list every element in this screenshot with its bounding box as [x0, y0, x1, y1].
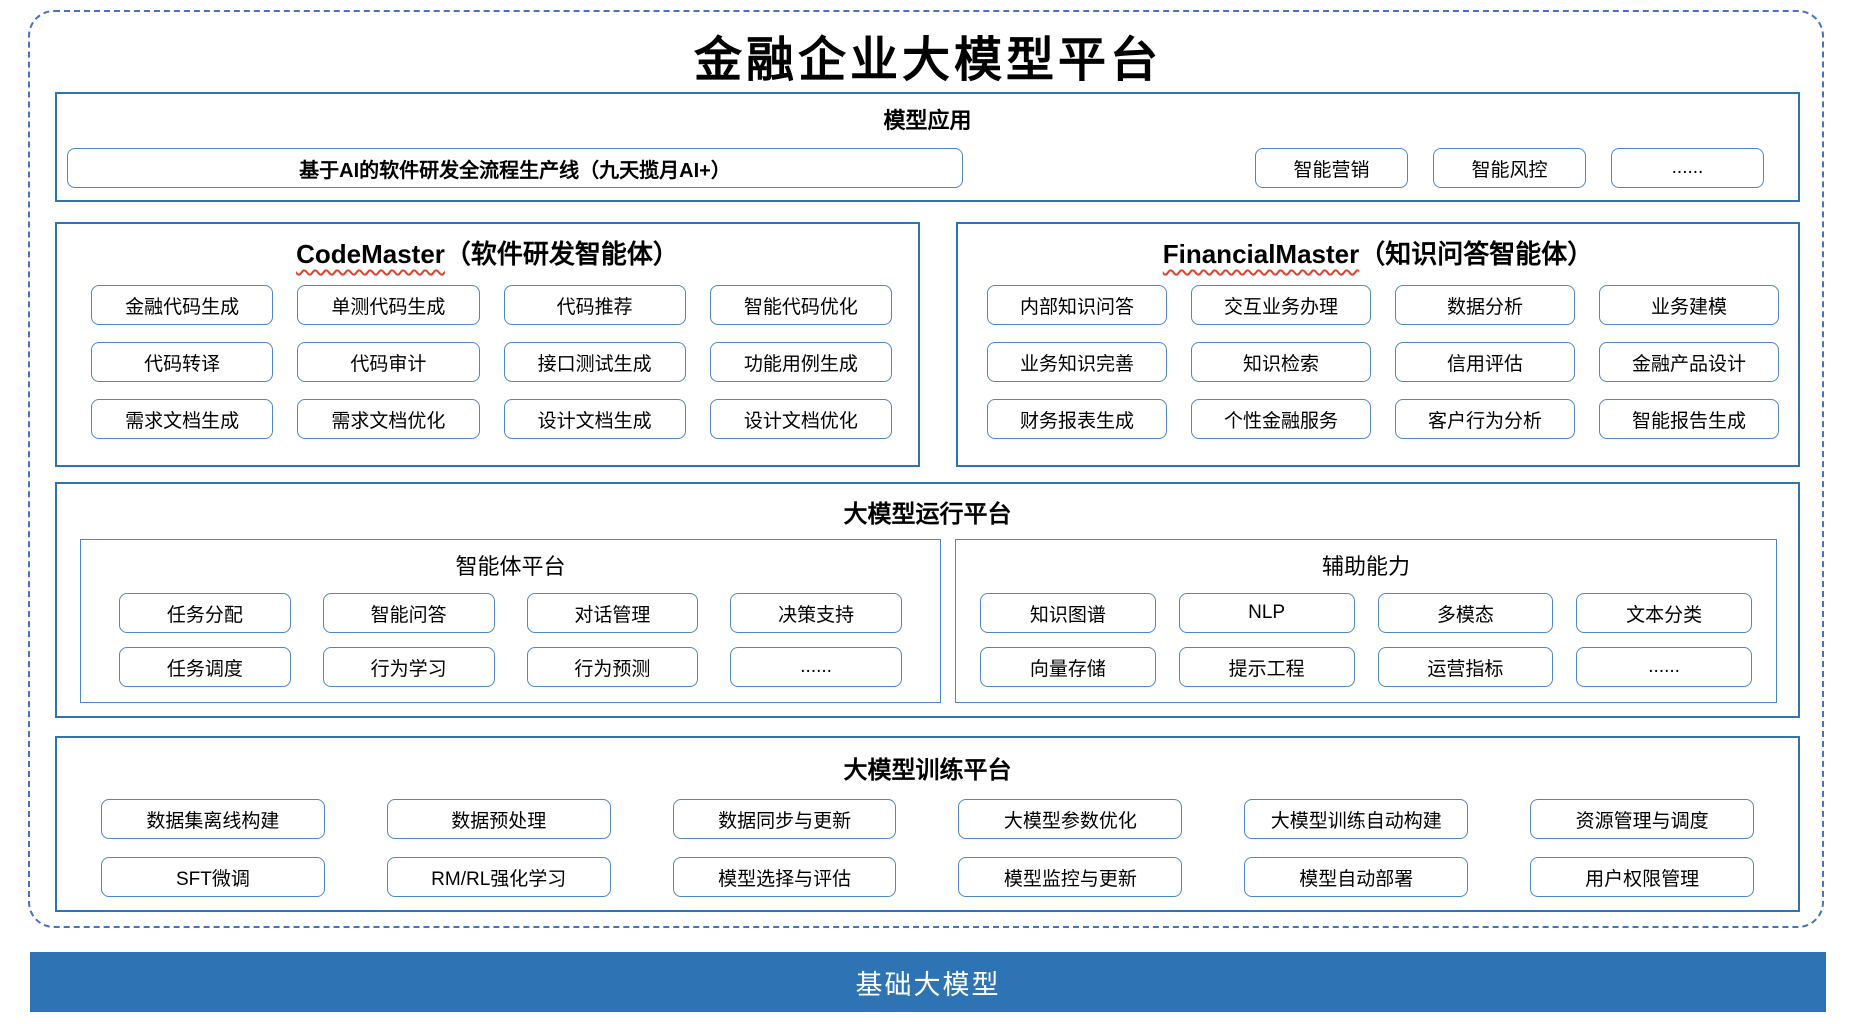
feature-box: 交互业务办理 — [1191, 285, 1371, 325]
feature-box: 客户行为分析 — [1395, 399, 1575, 439]
feature-box: NLP — [1178, 593, 1355, 633]
auxiliary-capability-panel: 辅助能力 知识图谱 NLP 多模态文本分类向量存储提示工程运营指标...... — [955, 539, 1777, 703]
feature-box: 代码推荐 — [503, 285, 686, 325]
feature-box: 行为预测 — [526, 647, 699, 687]
agent-section: CodeMaster（软件研发智能体） 金融代码生成单测代码生成代码推荐智能代码… — [55, 222, 1800, 467]
financialmaster-title: FinancialMaster — [1162, 239, 1360, 269]
feature-box: 功能用例生成 — [709, 342, 892, 382]
training-platform-section: 大模型训练平台 数据集离线构建 数据预处理 数据同步与更新 大模型参数优化 大模型训练自… — [55, 736, 1800, 912]
feature-box: 智能代码优化 — [709, 285, 892, 325]
foundation-model-bar: 基础大模型 — [30, 952, 1826, 1012]
feature-box: 财务报表生成 — [987, 399, 1167, 439]
feature-box: 提示工程 — [1178, 647, 1355, 687]
feature-box: ...... — [1611, 148, 1764, 188]
agent-platform-box-grid: 任务分配智能问答对话管理决策支持任务调度行为学习行为预测...... — [81, 593, 940, 687]
feature-box: 设计文档生成 — [503, 399, 686, 439]
training-platform-heading: 大模型训练平台 — [843, 757, 1012, 784]
feature-box: 资源管理与调度 — [1530, 799, 1754, 839]
feature-box: 智能风控 — [1433, 148, 1586, 188]
feature-box: 数据同步与更新 — [672, 799, 897, 839]
model-application-heading: 模型应用 — [883, 108, 972, 133]
feature-box: 内部知识问答 — [987, 285, 1167, 325]
feature-box: RM/RL强化学习 — [386, 857, 611, 897]
ai-pipeline-box: 基于AI的软件研发全流程生产线（九天揽月AI+） — [67, 148, 963, 188]
codemaster-box-grid: 金融代码生成单测代码生成代码推荐智能代码优化代码转译代码审计接口测试生成功能用例… — [57, 285, 918, 439]
runtime-panels: 智能体平台 任务分配智能问答对话管理决策支持任务调度行为学习行为预测......… — [57, 529, 1798, 703]
feature-box: 数据预处理 — [386, 799, 611, 839]
auxiliary-capability-box-grid: 知识图谱 NLP 多模态文本分类向量存储提示工程运营指标...... — [956, 593, 1776, 687]
feature-box: 设计文档优化 — [709, 399, 892, 439]
feature-box: 需求文档生成 — [91, 399, 274, 439]
feature-box: 单测代码生成 — [297, 285, 480, 325]
feature-box: 任务分配 — [119, 593, 291, 633]
feature-box: 数据分析 — [1395, 285, 1575, 325]
financialmaster-heading: FinancialMaster（知识问答智能体） — [958, 224, 1798, 271]
feature-box: 运营指标 — [1377, 647, 1554, 687]
feature-box: 知识检索 — [1191, 342, 1371, 382]
feature-box: SFT微调 — [101, 857, 325, 897]
feature-box: 代码转译 — [91, 342, 274, 382]
codemaster-title: CodeMaster — [296, 239, 445, 269]
model-application-section: 模型应用 基于AI的软件研发全流程生产线（九天揽月AI+） 智能营销智能风控..… — [55, 92, 1800, 202]
codemaster-panel: CodeMaster（软件研发智能体） 金融代码生成单测代码生成代码推荐智能代码… — [55, 222, 920, 467]
feature-box: 需求文档优化 — [297, 399, 480, 439]
feature-box: ...... — [730, 647, 902, 687]
training-box-grid: 数据集离线构建 数据预处理 数据同步与更新 大模型参数优化 大模型训练自动构建 资源管理与… — [57, 785, 1798, 897]
feature-box: 智能问答 — [322, 593, 495, 633]
feature-box: 模型监控与更新 — [958, 857, 1183, 897]
feature-box: 金融代码生成 — [91, 285, 274, 325]
codemaster-heading: CodeMaster（软件研发智能体） — [57, 224, 918, 271]
auxiliary-capability-label: 辅助能力 — [1321, 554, 1410, 579]
feature-box: 任务调度 — [119, 647, 291, 687]
financialmaster-panel: FinancialMaster（知识问答智能体） 内部知识问答交互业务办理数据分… — [956, 222, 1800, 467]
feature-box: 行为学习 — [322, 647, 495, 687]
feature-box: 用户权限管理 — [1530, 857, 1754, 897]
feature-box: 对话管理 — [526, 593, 699, 633]
feature-box: 模型自动部署 — [1244, 857, 1469, 897]
financialmaster-subtitle: （知识问答智能体） — [1359, 239, 1594, 269]
feature-box: 信用评估 — [1395, 342, 1575, 382]
model-application-row: 基于AI的软件研发全流程生产线（九天揽月AI+） 智能营销智能风控...... — [57, 148, 1798, 188]
agent-platform-label: 智能体平台 — [455, 554, 566, 579]
runtime-platform-section: 大模型运行平台 智能体平台 任务分配智能问答对话管理决策支持任务调度行为学习行为… — [55, 482, 1800, 718]
feature-box: 数据集离线构建 — [101, 799, 325, 839]
feature-box: 大模型参数优化 — [958, 799, 1183, 839]
codemaster-subtitle: （软件研发智能体） — [444, 239, 679, 269]
financialmaster-box-grid: 内部知识问答交互业务办理数据分析业务建模业务知识完善知识检索信用评估金融产品设计… — [958, 285, 1798, 439]
platform-title: 金融企业大模型平台 — [693, 32, 1162, 88]
platform-outer-frame — [28, 10, 1824, 928]
feature-box: 决策支持 — [730, 593, 902, 633]
model-application-box-list: 智能营销智能风控...... — [1255, 148, 1764, 188]
foundation-model-label: 基础大模型 — [855, 969, 1001, 1000]
agent-platform-panel: 智能体平台 任务分配智能问答对话管理决策支持任务调度行为学习行为预测...... — [80, 539, 941, 703]
feature-box: 代码审计 — [297, 342, 480, 382]
feature-box: 向量存储 — [980, 647, 1156, 687]
feature-box: 业务建模 — [1599, 285, 1779, 325]
feature-box: 知识图谱 — [980, 593, 1156, 633]
feature-box: 业务知识完善 — [987, 342, 1167, 382]
feature-box: 金融产品设计 — [1599, 342, 1779, 382]
feature-box: 智能营销 — [1255, 148, 1408, 188]
feature-box: 多模态 — [1377, 593, 1554, 633]
feature-box: 模型选择与评估 — [672, 857, 897, 897]
feature-box: 文本分类 — [1576, 593, 1752, 633]
feature-box: ...... — [1576, 647, 1752, 687]
feature-box: 大模型训练自动构建 — [1244, 799, 1469, 839]
feature-box: 接口测试生成 — [503, 342, 686, 382]
feature-box: 个性金融服务 — [1191, 399, 1371, 439]
feature-box: 智能报告生成 — [1599, 399, 1779, 439]
runtime-platform-heading: 大模型运行平台 — [843, 501, 1012, 528]
